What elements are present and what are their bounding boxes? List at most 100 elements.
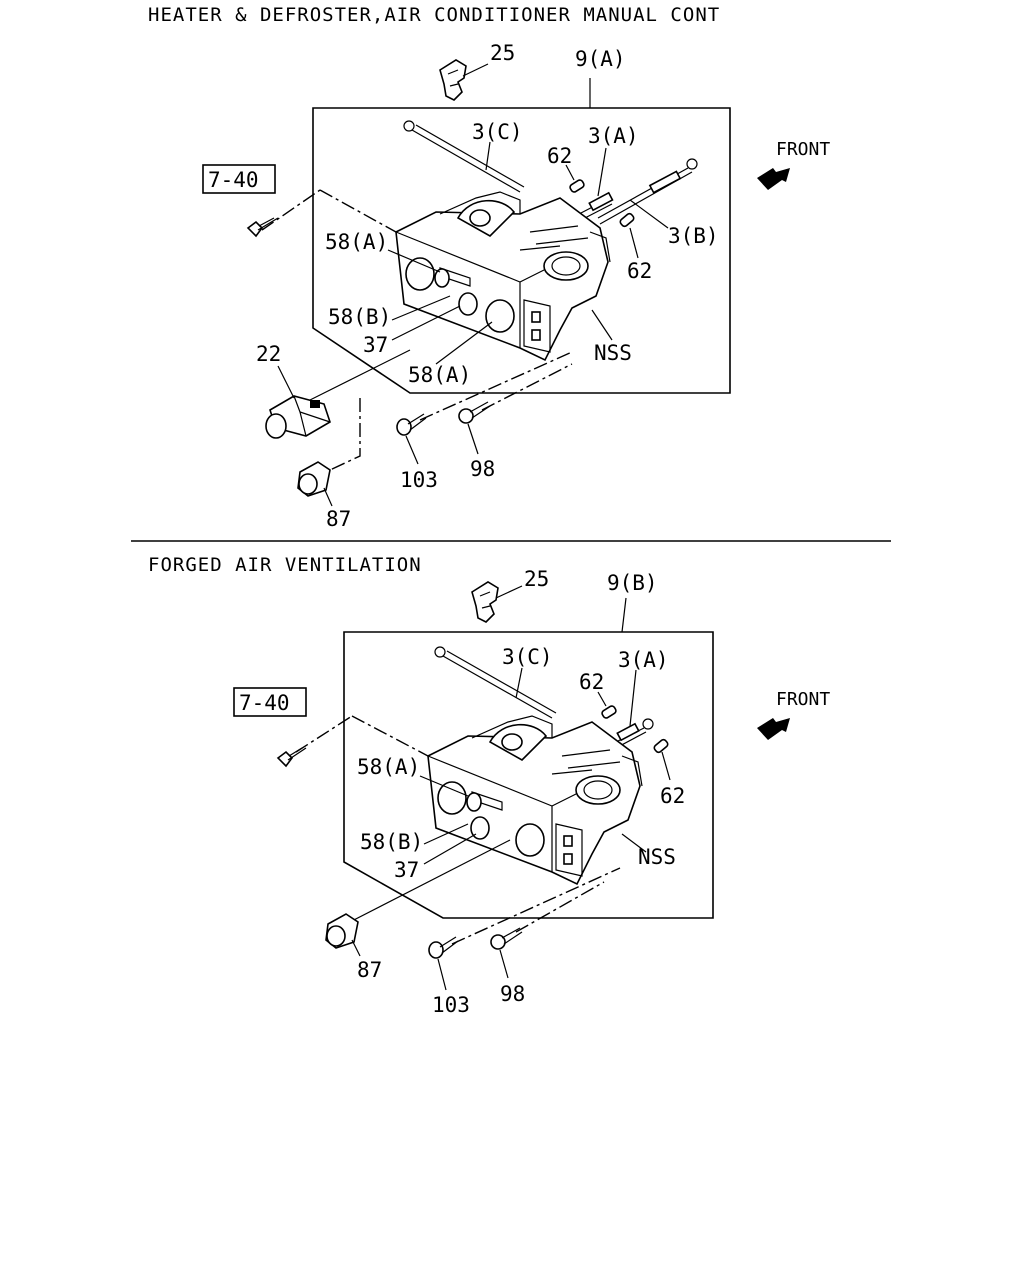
knob-hole-left [437, 781, 467, 815]
callout-nss: NSS [594, 341, 632, 365]
callout-22: 22 [256, 342, 281, 366]
leader-62-lower [661, 751, 671, 781]
leader-58b [423, 823, 469, 845]
callout-37: 37 [394, 858, 419, 882]
reference-label: 7-40 [208, 168, 259, 192]
leader-58a-bottom [435, 321, 493, 365]
callout-98: 98 [470, 457, 495, 481]
leader-87 [323, 487, 333, 507]
section-forced-air-ventilation: FORGED AIR VENTILATION 7-40 FRONT 25 9(B… [148, 554, 830, 1017]
callout-87: 87 [326, 507, 351, 531]
callout-58a-bottom: 58(A) [408, 363, 471, 387]
callout-62-lower: 62 [627, 259, 652, 283]
leader-nss [621, 833, 647, 853]
bulb-leader-dashed [329, 398, 361, 471]
callout-58b: 58(B) [360, 830, 423, 854]
reference-box [233, 687, 307, 717]
screw-98 [490, 927, 523, 950]
screw-7-40 [246, 217, 279, 238]
leader-87 [351, 939, 361, 957]
pin-62-lower [653, 738, 669, 754]
section-heater-defroster: HEATER & DEFROSTER,AIR CONDITIONER MANUA… [148, 4, 830, 531]
screw-leader-dashed [295, 715, 353, 753]
bulb-socket-87 [325, 913, 359, 949]
leader-62-upper [565, 164, 575, 181]
callout-62-upper: 62 [579, 670, 604, 694]
pin-62-lower [619, 212, 635, 228]
leader-37 [391, 305, 461, 341]
screw-leader-dashed-2 [351, 715, 429, 757]
callout-98: 98 [500, 982, 525, 1006]
leader-62-lower [629, 227, 639, 259]
leader-37 [423, 833, 477, 865]
section-title: HEATER & DEFROSTER,AIR CONDITIONER MANUA… [148, 4, 720, 26]
callout-3a: 3(A) [588, 124, 639, 148]
front-arrow-icon [757, 168, 790, 190]
leader-9b [621, 597, 627, 633]
callout-25: 25 [490, 41, 515, 65]
switch-part-22 [265, 395, 331, 439]
switch-leader [309, 349, 411, 401]
screw-103-leader-dashed [451, 867, 621, 945]
pin-62-upper [601, 705, 617, 719]
callout-nss: NSS [638, 845, 676, 869]
callout-58a-top: 58(A) [325, 230, 388, 254]
assembly-frame [343, 631, 714, 919]
clip-part-25 [439, 59, 467, 101]
bulb-leader [345, 839, 511, 925]
bulb-socket-87 [297, 461, 331, 497]
leader-58a [419, 775, 469, 797]
leader-3a [629, 669, 637, 727]
leader-98 [467, 423, 479, 455]
callout-62-lower: 62 [660, 784, 685, 808]
leader-nss [591, 309, 613, 341]
leader-3c [485, 141, 491, 171]
clip-part-25 [471, 581, 499, 623]
knob-hole-right [515, 823, 545, 857]
control-cable-3b [597, 158, 698, 225]
pin-62-upper [569, 179, 585, 193]
callout-3a: 3(A) [618, 648, 669, 672]
section-title: FORGED AIR VENTILATION [148, 554, 422, 576]
leader-22 [277, 365, 295, 399]
control-cable-3c [403, 120, 525, 193]
leader-103 [437, 958, 447, 991]
knob-hole-right [485, 299, 515, 333]
screw-103-leader-dashed [419, 351, 573, 421]
callout-37: 37 [363, 333, 388, 357]
callout-103: 103 [432, 993, 470, 1017]
reference-box [202, 164, 276, 194]
control-cable-3c [434, 646, 557, 719]
callout-58a: 58(A) [357, 755, 420, 779]
callout-25: 25 [524, 567, 549, 591]
leader-98 [499, 949, 509, 979]
knob-hole-center [458, 292, 478, 316]
callout-103: 103 [400, 468, 438, 492]
screw-7-40 [276, 747, 307, 768]
control-unit-body [395, 191, 611, 362]
screw-98 [458, 401, 491, 424]
leader-3a [597, 147, 607, 197]
leader-3c [515, 667, 523, 699]
screw-98-leader-dashed [481, 363, 573, 411]
screw-103 [396, 413, 427, 436]
reference-label: 7-40 [239, 691, 290, 715]
leader-103 [405, 435, 419, 465]
knob-hole-left [405, 257, 435, 291]
front-label: FRONT [776, 139, 830, 160]
leader-58b [391, 295, 451, 321]
callout-62-upper: 62 [547, 144, 572, 168]
leader-25 [495, 585, 523, 599]
screw-leader-dashed [261, 189, 321, 231]
leader-62-upper [597, 691, 607, 707]
callout-9a: 9(A) [575, 47, 626, 71]
leader-58a-top [387, 249, 441, 273]
assembly-frame [312, 107, 731, 394]
front-label: FRONT [776, 689, 830, 710]
screw-103 [428, 936, 459, 959]
callout-9b: 9(B) [607, 571, 658, 595]
knob-hole-center [470, 816, 490, 840]
screw-98-leader-dashed [515, 881, 605, 933]
callout-3b: 3(B) [668, 224, 719, 248]
